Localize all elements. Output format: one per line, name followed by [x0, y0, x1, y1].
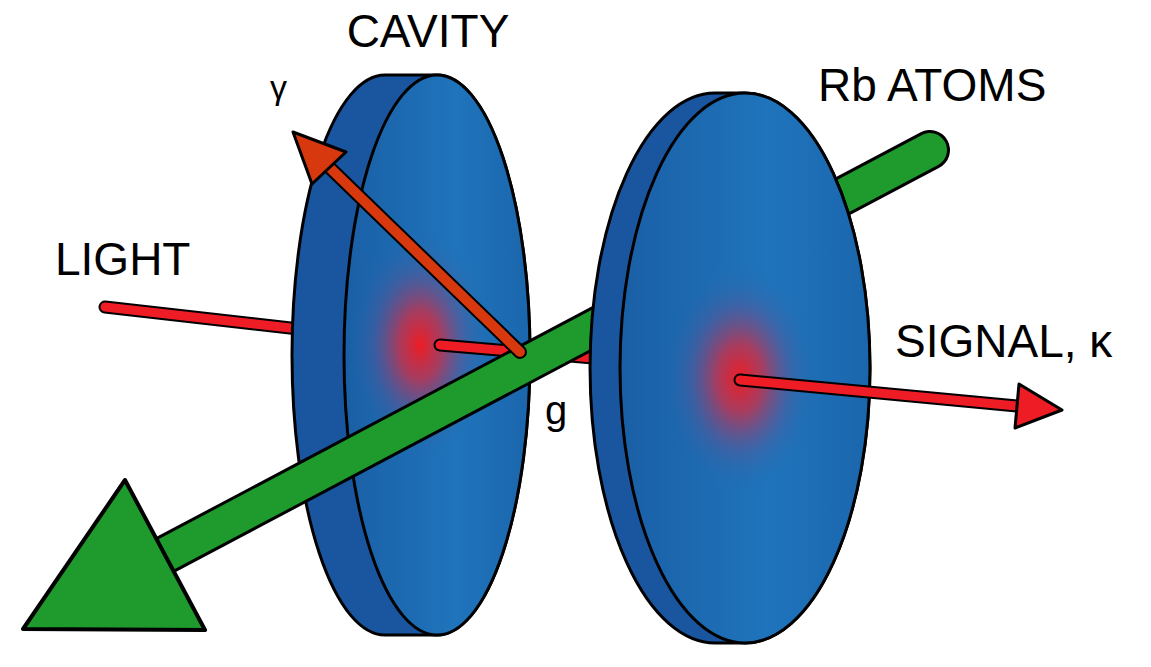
atom-beam-arrowhead	[23, 480, 205, 630]
cavity-label: CAVITY	[347, 8, 510, 54]
signal-beam-outline	[740, 380, 1017, 406]
decay-arrow-outline	[329, 167, 520, 352]
atoms-label: Rb ATOMS	[818, 62, 1046, 108]
mirror-face	[620, 93, 870, 643]
decay-arrowhead	[293, 132, 346, 184]
mirror-rim	[590, 93, 870, 643]
signal-arrowhead	[1015, 384, 1062, 428]
signal-label: SIGNAL, κ	[895, 318, 1112, 364]
decay-rate-label: γ	[270, 70, 287, 104]
coupling-label: g	[545, 390, 567, 430]
decay-arrow	[329, 167, 520, 352]
signal-beam	[740, 380, 1017, 406]
light-label: LIGHT	[55, 236, 190, 282]
